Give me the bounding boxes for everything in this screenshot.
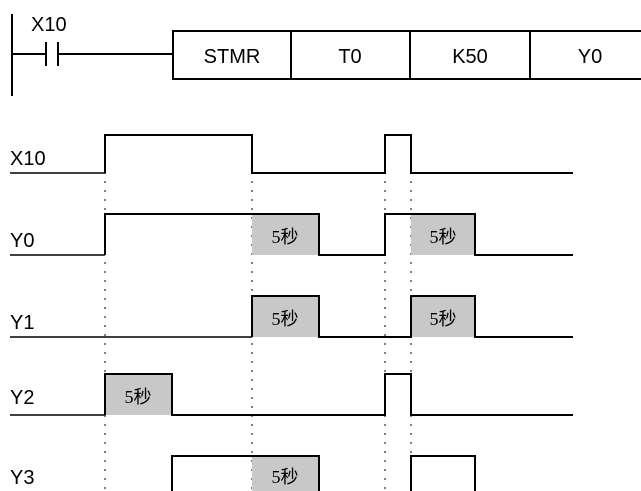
pulse-y0-2 <box>411 214 475 255</box>
signal-label-y0: Y0 <box>10 230 34 252</box>
pulse-y3-1 <box>252 456 319 491</box>
signal-y3: Y3 5秒 <box>10 455 476 491</box>
signal-y1: Y1 5秒 5秒 <box>10 295 573 338</box>
instruction-box: STMR T0 K50 Y0 <box>172 30 641 80</box>
pulse-label: 5秒 <box>272 467 299 487</box>
ladder-rung: X10 STMR T0 K50 Y0 <box>11 14 641 96</box>
signal-label-y3: Y3 <box>10 467 34 489</box>
pulse-y0-1 <box>252 214 319 255</box>
signal-label-y1: Y1 <box>10 312 34 334</box>
normally-open-contact-x10 <box>45 42 59 66</box>
contact-label: X10 <box>31 14 67 36</box>
pulse-label: 5秒 <box>272 309 299 329</box>
signal-label-y2: Y2 <box>10 387 34 409</box>
pulse-label: 5秒 <box>430 227 457 247</box>
pulse-label: 5秒 <box>125 387 152 407</box>
signal-x10: X10 <box>10 134 573 174</box>
pulse-y1-1 <box>252 296 319 337</box>
output-operand: Y0 <box>578 46 602 68</box>
signal-label-x10: X10 <box>10 148 46 170</box>
pulse-y2-1 <box>105 374 172 415</box>
instruction-name: STMR <box>204 46 261 68</box>
signal-y0: Y0 5秒 5秒 <box>10 213 573 256</box>
pulse-y1-2 <box>411 296 475 337</box>
signal-y2: Y2 5秒 <box>10 373 573 416</box>
timing-diagram: X10 Y0 5秒 5秒 Y1 5秒 5秒 Y2 <box>10 134 573 491</box>
timer-operand: T0 <box>338 46 361 68</box>
pulse-label: 5秒 <box>430 309 457 329</box>
setting-operand: K50 <box>452 46 488 68</box>
pulse-label: 5秒 <box>272 227 299 247</box>
